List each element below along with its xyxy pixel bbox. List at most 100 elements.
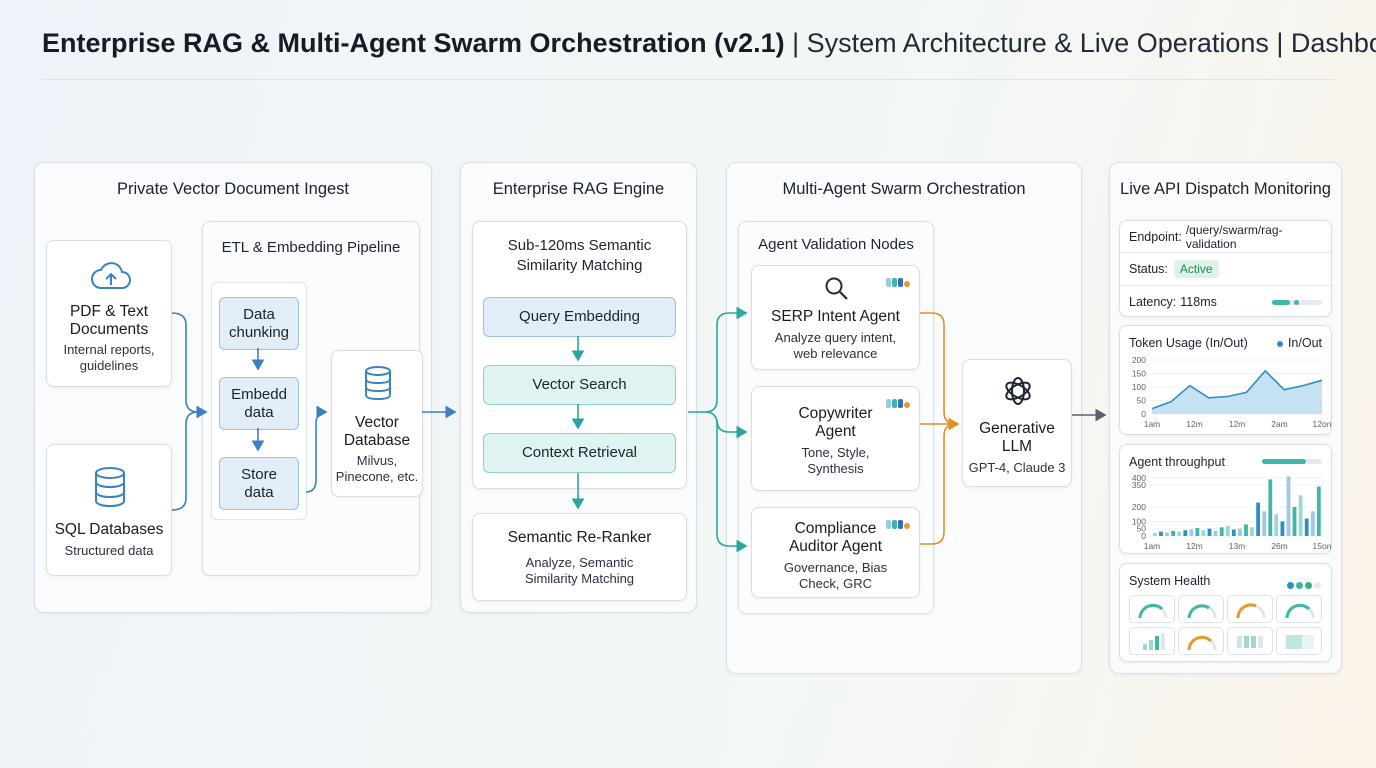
pdf-documents-card[interactable]: PDF & Text Documents Internal reports, g…	[46, 240, 172, 387]
generative-llm-card[interactable]: Generative LLM GPT-4, Claude 3	[962, 359, 1072, 487]
status-badge: Active	[1173, 260, 1219, 278]
endpoint-value[interactable]: /query/swarm/rag-validation	[1185, 222, 1283, 251]
throughput-bar	[1286, 476, 1291, 536]
sql-databases-card[interactable]: SQL Databases Structured data	[46, 444, 172, 576]
throughput-bar	[1280, 521, 1285, 536]
throughput-bar	[1153, 533, 1157, 536]
agent-status-dots	[886, 516, 911, 534]
x-tick-label: 1am	[1144, 419, 1161, 429]
y-tick-label: 200	[1132, 355, 1146, 365]
throughput-bar	[1298, 495, 1303, 536]
query-embedding-step[interactable]: Query Embedding	[483, 297, 676, 337]
x-tick-label: 12m	[1186, 541, 1203, 551]
compliance-agent-title: Compliance Auditor Agent	[788, 520, 883, 555]
throughput-bar	[1262, 511, 1267, 536]
throughput-bar	[1165, 532, 1169, 536]
throughput-bar	[1207, 528, 1212, 536]
reranker-title: Semantic Re-Ranker	[507, 529, 652, 546]
throughput-title: Agent throughput	[1129, 455, 1225, 469]
health-bars-3	[1276, 627, 1322, 655]
throughput-bar	[1225, 525, 1230, 536]
copywriter-agent-desc: Tone, Style, Synthesis	[801, 445, 870, 476]
x-tick-label: 2am	[1271, 419, 1288, 429]
y-tick-label: 50	[1137, 396, 1147, 406]
endpoint-row: Endpoint:/query/swarm/rag-validation	[1120, 221, 1331, 253]
serp-agent-desc: Analyze query intent, web relevance	[774, 330, 897, 361]
x-tick-label: 26m	[1271, 541, 1288, 551]
x-tick-label: 13m	[1229, 541, 1246, 551]
vector-database-card[interactable]: Vector Database Milvus, Pinecone, etc.	[331, 350, 423, 497]
pdf-documents-desc: Internal reports, guidelines	[63, 342, 155, 373]
swarm-panel-title: Multi-Agent Swarm Orchestration	[782, 180, 1026, 198]
token-usage-title: Token Usage (In/Out)	[1129, 336, 1248, 350]
semantic-reranker-card[interactable]: Semantic Re-Ranker Analyze, Semantic Sim…	[472, 513, 687, 601]
x-tick-label: 12m	[1186, 419, 1203, 429]
context-retrieval-step[interactable]: Context Retrieval	[483, 433, 676, 473]
throughput-bar	[1310, 511, 1315, 536]
compliance-agent-card[interactable]: Compliance Auditor Agent Governance, Bia…	[751, 507, 920, 598]
y-tick-label: 100	[1132, 382, 1146, 392]
y-tick-label: 400	[1132, 473, 1146, 483]
y-tick-label: 50	[1137, 524, 1147, 534]
ingest-panel-title: Private Vector Document Ingest	[116, 180, 350, 198]
monitoring-panel-title: Live API Dispatch Monitoring	[1120, 180, 1331, 198]
reranker-desc: Analyze, Semantic Similarity Matching	[524, 555, 635, 586]
system-health-card: System Health	[1119, 563, 1332, 662]
x-tick-label: 12on	[1313, 419, 1332, 429]
health-gauge-5	[1178, 627, 1224, 655]
throughput-bar	[1250, 527, 1254, 536]
agent-status-dots	[886, 274, 911, 292]
swarm-panel: Multi-Agent Swarm Orchestration Agent Va…	[726, 162, 1082, 674]
copywriter-agent-card[interactable]: Copywriter Agent Tone, Style, Synthesis	[751, 386, 920, 491]
x-tick-label: 12m	[1229, 419, 1246, 429]
etl-step-store[interactable]: Store data	[219, 457, 299, 510]
y-tick-label: 0	[1141, 531, 1146, 541]
health-gauge-1	[1129, 595, 1175, 623]
ingest-connectors	[171, 312, 457, 511]
sql-databases-title: SQL Databases	[54, 521, 164, 538]
throughput-bar	[1201, 530, 1206, 536]
endpoint-status-card: Endpoint:/query/swarm/rag-validation Sta…	[1119, 220, 1332, 317]
throughput-bar	[1316, 486, 1321, 536]
throughput-indicator	[1262, 459, 1322, 464]
vector-search-step[interactable]: Vector Search	[483, 365, 676, 405]
throughput-bar	[1268, 479, 1273, 536]
health-gauge-4	[1276, 595, 1322, 623]
serp-agent-card[interactable]: SERP Intent Agent Analyze query intent, …	[751, 265, 920, 370]
system-health-title: System Health	[1129, 574, 1211, 588]
status-row: Status:Active	[1120, 253, 1331, 286]
latency-row: Latency:118ms	[1120, 286, 1331, 318]
x-tick-label: 1am	[1144, 541, 1161, 551]
title-divider	[42, 79, 1334, 80]
database-icon	[93, 467, 127, 512]
compliance-agent-desc: Governance, Bias Check, GRC	[783, 560, 888, 591]
throughput-bar	[1292, 507, 1297, 536]
throughput-bar	[1159, 531, 1163, 536]
y-tick-label: 350	[1132, 480, 1146, 490]
throughput-bar	[1219, 527, 1224, 536]
etl-step-embed[interactable]: Embedd data	[219, 377, 299, 430]
throughput-bar	[1244, 524, 1248, 536]
sql-databases-desc: Structured data	[64, 543, 154, 558]
vector-database-title: Vector Database	[343, 414, 411, 449]
cloud-upload-icon	[90, 261, 132, 298]
pdf-documents-title: PDF & Text Documents	[69, 303, 149, 338]
throughput-bar	[1171, 530, 1175, 536]
latency-bar	[1272, 299, 1322, 305]
openai-logo-icon	[1001, 374, 1035, 413]
etl-pipeline-title: ETL & Embedding Pipeline	[221, 239, 401, 256]
throughput-bar	[1231, 529, 1236, 536]
y-tick-label: 0	[1141, 409, 1146, 419]
semantic-matching-title: Sub-120ms Semantic Similarity Matching	[507, 237, 652, 274]
x-tick-label: 15on	[1313, 541, 1332, 551]
throughput-bar	[1238, 528, 1242, 536]
throughput-bar	[1195, 528, 1200, 536]
agent-status-dots	[886, 395, 911, 413]
throughput-bar	[1274, 514, 1279, 536]
y-tick-label: 100	[1132, 516, 1146, 526]
page-title: Enterprise RAG & Multi-Agent Swarm Orche…	[42, 28, 1376, 58]
token-legend: In/Out	[1276, 336, 1322, 350]
etl-step-chunking[interactable]: Data chunking	[219, 297, 299, 350]
